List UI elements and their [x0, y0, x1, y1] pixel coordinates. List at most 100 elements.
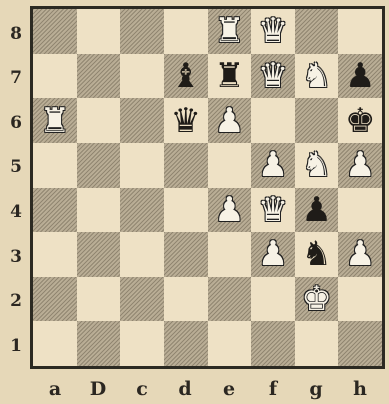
square-b5[interactable] — [77, 143, 121, 188]
square-f4[interactable]: ♛ — [251, 188, 295, 233]
square-a8[interactable] — [33, 9, 77, 54]
white-pawn-icon[interactable]: ♟ — [338, 143, 382, 188]
file-label-f: f — [258, 378, 288, 400]
square-d6[interactable]: ♛ — [164, 98, 208, 143]
rank-label-7: 7 — [6, 68, 26, 88]
square-h5[interactable]: ♟ — [338, 143, 382, 188]
white-knight-icon[interactable]: ♞ — [295, 54, 339, 99]
file-label-e: e — [214, 378, 244, 400]
black-knight-icon[interactable]: ♞ — [295, 232, 339, 277]
square-h7[interactable]: ♟ — [338, 54, 382, 99]
square-e3[interactable] — [208, 232, 252, 277]
square-h1[interactable] — [338, 321, 382, 366]
white-pawn-icon[interactable]: ♟ — [251, 143, 295, 188]
square-b8[interactable] — [77, 9, 121, 54]
square-b6[interactable] — [77, 98, 121, 143]
chessboard: ♜♛♝♜♛♞♟♜♛♟♚♟♞♟♟♛♟♟♞♟♚ — [33, 9, 382, 366]
square-b1[interactable] — [77, 321, 121, 366]
square-d2[interactable] — [164, 277, 208, 322]
square-h8[interactable] — [338, 9, 382, 54]
square-c1[interactable] — [120, 321, 164, 366]
square-f7[interactable]: ♛ — [251, 54, 295, 99]
square-d4[interactable] — [164, 188, 208, 233]
square-g5[interactable]: ♞ — [295, 143, 339, 188]
square-f3[interactable]: ♟ — [251, 232, 295, 277]
black-king-icon[interactable]: ♚ — [338, 98, 382, 143]
square-e8[interactable]: ♜ — [208, 9, 252, 54]
file-label-b: D — [83, 378, 113, 400]
rank-label-8: 8 — [6, 24, 26, 44]
square-g6[interactable] — [295, 98, 339, 143]
square-c6[interactable] — [120, 98, 164, 143]
square-h6[interactable]: ♚ — [338, 98, 382, 143]
white-pawn-icon[interactable]: ♟ — [208, 98, 252, 143]
square-b2[interactable] — [77, 277, 121, 322]
rank-label-5: 5 — [6, 157, 26, 177]
square-a6[interactable]: ♜ — [33, 98, 77, 143]
square-e6[interactable]: ♟ — [208, 98, 252, 143]
square-g3[interactable]: ♞ — [295, 232, 339, 277]
square-d3[interactable] — [164, 232, 208, 277]
white-pawn-icon[interactable]: ♟ — [208, 188, 252, 233]
square-d8[interactable] — [164, 9, 208, 54]
square-f6[interactable] — [251, 98, 295, 143]
square-a2[interactable] — [33, 277, 77, 322]
white-king-icon[interactable]: ♚ — [295, 277, 339, 322]
square-g1[interactable] — [295, 321, 339, 366]
square-f8[interactable]: ♛ — [251, 9, 295, 54]
square-e4[interactable]: ♟ — [208, 188, 252, 233]
square-d1[interactable] — [164, 321, 208, 366]
black-pawn-icon[interactable]: ♟ — [295, 188, 339, 233]
square-f5[interactable]: ♟ — [251, 143, 295, 188]
square-a7[interactable] — [33, 54, 77, 99]
square-e7[interactable]: ♜ — [208, 54, 252, 99]
square-d5[interactable] — [164, 143, 208, 188]
black-bishop-icon[interactable]: ♝ — [164, 54, 208, 99]
rank-label-4: 4 — [6, 202, 26, 222]
square-g8[interactable] — [295, 9, 339, 54]
square-g4[interactable]: ♟ — [295, 188, 339, 233]
white-rook-icon[interactable]: ♜ — [208, 9, 252, 54]
black-pawn-icon[interactable]: ♟ — [338, 54, 382, 99]
square-h3[interactable]: ♟ — [338, 232, 382, 277]
square-e1[interactable] — [208, 321, 252, 366]
square-f2[interactable] — [251, 277, 295, 322]
square-c2[interactable] — [120, 277, 164, 322]
square-b7[interactable] — [77, 54, 121, 99]
file-label-c: c — [127, 378, 157, 400]
square-a3[interactable] — [33, 232, 77, 277]
square-f1[interactable] — [251, 321, 295, 366]
rank-label-1: 1 — [6, 336, 26, 356]
square-e5[interactable] — [208, 143, 252, 188]
file-label-g: g — [301, 378, 331, 400]
square-e2[interactable] — [208, 277, 252, 322]
black-queen-icon[interactable]: ♛ — [164, 98, 208, 143]
square-a5[interactable] — [33, 143, 77, 188]
rank-label-2: 2 — [6, 291, 26, 311]
white-pawn-icon[interactable]: ♟ — [338, 232, 382, 277]
white-queen-icon[interactable]: ♛ — [251, 9, 295, 54]
black-rook-icon[interactable]: ♜ — [208, 54, 252, 99]
white-knight-icon[interactable]: ♞ — [295, 143, 339, 188]
square-g2[interactable]: ♚ — [295, 277, 339, 322]
file-label-a: a — [40, 378, 70, 400]
square-a1[interactable] — [33, 321, 77, 366]
square-c7[interactable] — [120, 54, 164, 99]
white-rook-icon[interactable]: ♜ — [33, 98, 77, 143]
square-d7[interactable]: ♝ — [164, 54, 208, 99]
square-b3[interactable] — [77, 232, 121, 277]
white-queen-icon[interactable]: ♛ — [251, 54, 295, 99]
square-b4[interactable] — [77, 188, 121, 233]
square-c5[interactable] — [120, 143, 164, 188]
white-queen-icon[interactable]: ♛ — [251, 188, 295, 233]
square-a4[interactable] — [33, 188, 77, 233]
square-h4[interactable] — [338, 188, 382, 233]
square-c8[interactable] — [120, 9, 164, 54]
square-c3[interactable] — [120, 232, 164, 277]
square-c4[interactable] — [120, 188, 164, 233]
white-pawn-icon[interactable]: ♟ — [251, 232, 295, 277]
square-h2[interactable] — [338, 277, 382, 322]
square-g7[interactable]: ♞ — [295, 54, 339, 99]
rank-label-3: 3 — [6, 247, 26, 267]
